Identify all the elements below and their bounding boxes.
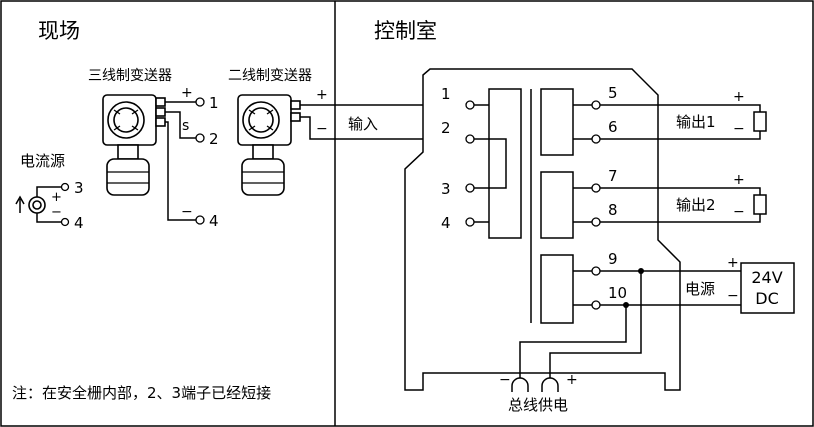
terminal-3: 3 — [441, 180, 451, 198]
control-room-title: 控制室 — [374, 19, 437, 43]
terminal-5: 5 — [608, 84, 618, 102]
three-wire-transmitter-icon — [102, 94, 166, 196]
current-source-terminal-3: 3 — [74, 179, 84, 197]
output1-module — [540, 88, 574, 156]
power-plus-sign: + — [727, 255, 739, 271]
output1-plus-sign: + — [733, 89, 745, 105]
current-source-icon — [15, 182, 70, 227]
bus-minus-sign: − — [499, 372, 511, 388]
output1-label: 输出1 — [676, 113, 716, 131]
two-wire-transmitter-label: 二线制变送器 — [228, 68, 312, 84]
terminal-10: 10 — [608, 284, 627, 302]
dc-supply-voltage: 24V — [751, 268, 782, 287]
output1-minus-sign: − — [733, 121, 745, 137]
terminal-7: 7 — [608, 167, 618, 185]
output2-plus-sign: + — [733, 172, 745, 188]
three-wire-s-label: s — [182, 118, 189, 134]
input-module — [488, 88, 522, 239]
power-minus-sign: − — [727, 288, 739, 304]
terminal-2: 2 — [441, 119, 451, 137]
terminal-9: 9 — [608, 250, 618, 268]
input-label: 输入 — [348, 115, 378, 133]
left-terminals — [465, 100, 507, 227]
two-wire-plus-sign: + — [316, 87, 328, 103]
field-terminal-4: 4 — [209, 212, 219, 230]
three-wire-plus-sign: + — [181, 85, 193, 101]
power-module — [540, 254, 574, 324]
field-region-title: 现场 — [38, 19, 80, 43]
bus-power-connectors — [511, 377, 559, 392]
three-wire-transmitter-label: 三线制变送器 — [88, 68, 172, 84]
power-label: 电源 — [685, 280, 715, 298]
note-text: 注：在安全栅内部，2、3端子已经短接 — [12, 384, 271, 402]
terminal-4: 4 — [441, 214, 451, 232]
output2-label: 输出2 — [676, 196, 716, 214]
dc-supply-box — [740, 262, 795, 314]
two-wire-minus-sign: − — [316, 121, 328, 137]
field-terminal-2: 2 — [209, 130, 219, 148]
output2-minus-sign: − — [733, 204, 745, 220]
power-wiring — [519, 268, 741, 378]
field-terminal-1: 1 — [209, 94, 219, 112]
three-wire-wiring — [165, 97, 205, 225]
current-source-minus-sign: − — [51, 205, 62, 220]
output2-module — [540, 171, 574, 239]
three-wire-minus-sign: − — [181, 204, 193, 220]
dc-supply-type: DC — [755, 289, 779, 308]
terminal-6: 6 — [608, 118, 618, 136]
output2-wiring — [600, 187, 767, 223]
current-source-label: 电流源 — [20, 152, 65, 170]
current-source-terminal-4: 4 — [74, 214, 84, 232]
bus-power-label: 总线供电 — [508, 396, 568, 414]
two-wire-transmitter-icon — [237, 94, 301, 196]
terminal-1: 1 — [441, 85, 451, 103]
output1-wiring — [600, 104, 767, 140]
bus-plus-sign: + — [566, 372, 578, 388]
terminal-8: 8 — [608, 201, 618, 219]
current-source-plus-sign: + — [51, 190, 62, 205]
